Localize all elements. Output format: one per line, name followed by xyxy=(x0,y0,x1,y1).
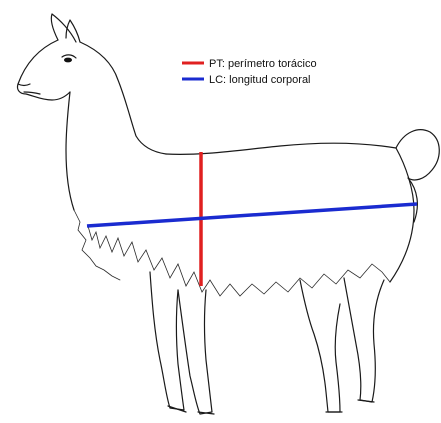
belly-fur xyxy=(88,226,390,296)
legend: PT: perímetro torácico LC: longitud corp… xyxy=(182,58,317,86)
legend-label-pt: PT: perímetro torácico xyxy=(209,58,317,70)
hind-leg-far xyxy=(344,278,384,402)
tail xyxy=(396,130,439,222)
front-leg-far xyxy=(178,290,212,414)
rump xyxy=(390,148,414,282)
left-ear xyxy=(51,14,76,42)
neck-back xyxy=(80,42,166,154)
eyelid xyxy=(62,55,76,58)
right-ear xyxy=(66,20,80,42)
muzzle xyxy=(18,84,30,86)
hind-leg-near xyxy=(300,280,340,412)
lc-measure-line xyxy=(87,204,417,226)
feet xyxy=(168,400,374,414)
legend-label-lc: LC: longitud corporal xyxy=(209,74,311,86)
head xyxy=(17,40,70,100)
eye xyxy=(64,58,72,63)
chest-fur xyxy=(74,210,120,280)
neck-front xyxy=(66,92,74,210)
